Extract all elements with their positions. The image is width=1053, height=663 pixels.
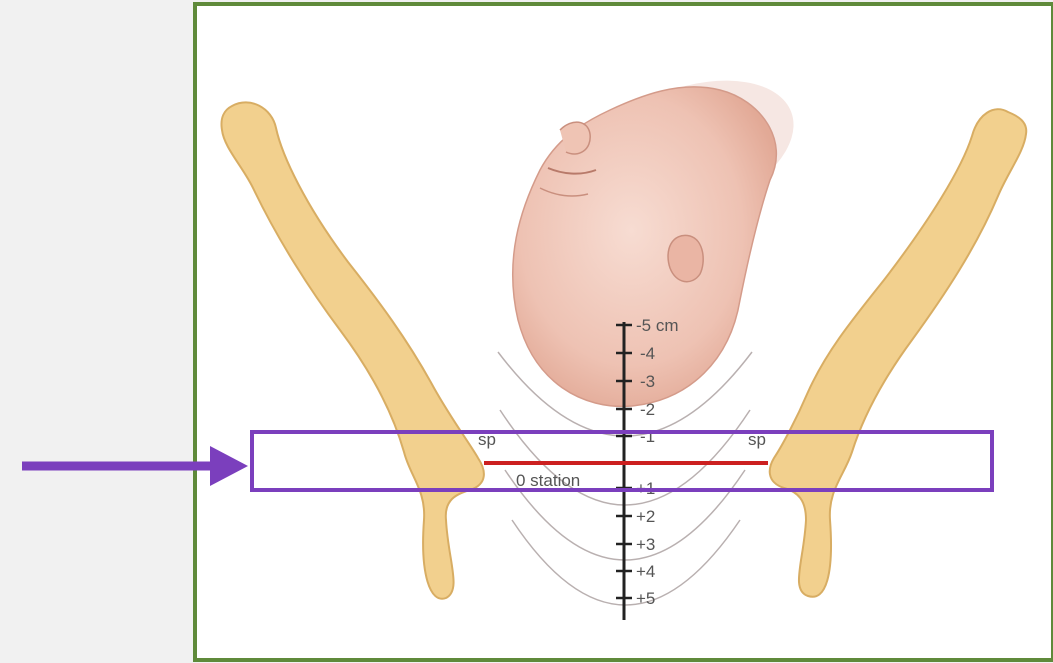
scale-tick-label: -1 [640, 427, 655, 446]
pelvic-bone-right [770, 109, 1027, 597]
scale-label-unit: -5 cm [636, 316, 679, 335]
scale-tick-label: -2 [640, 400, 655, 419]
scale-tick-label: +2 [636, 507, 655, 526]
scale-tick-label: -3 [640, 372, 655, 391]
ear [668, 235, 703, 281]
scale-tick-label: -4 [640, 344, 655, 363]
zero-station-label: 0 station [516, 471, 580, 490]
scale-tick-label: +4 [636, 562, 655, 581]
scale-tick-label: +5 [636, 589, 655, 608]
pointer-arrow-icon [22, 446, 248, 486]
pelvic-bone-left [221, 102, 483, 598]
scale-tick-label: +3 [636, 535, 655, 554]
fetal-head [513, 54, 813, 406]
